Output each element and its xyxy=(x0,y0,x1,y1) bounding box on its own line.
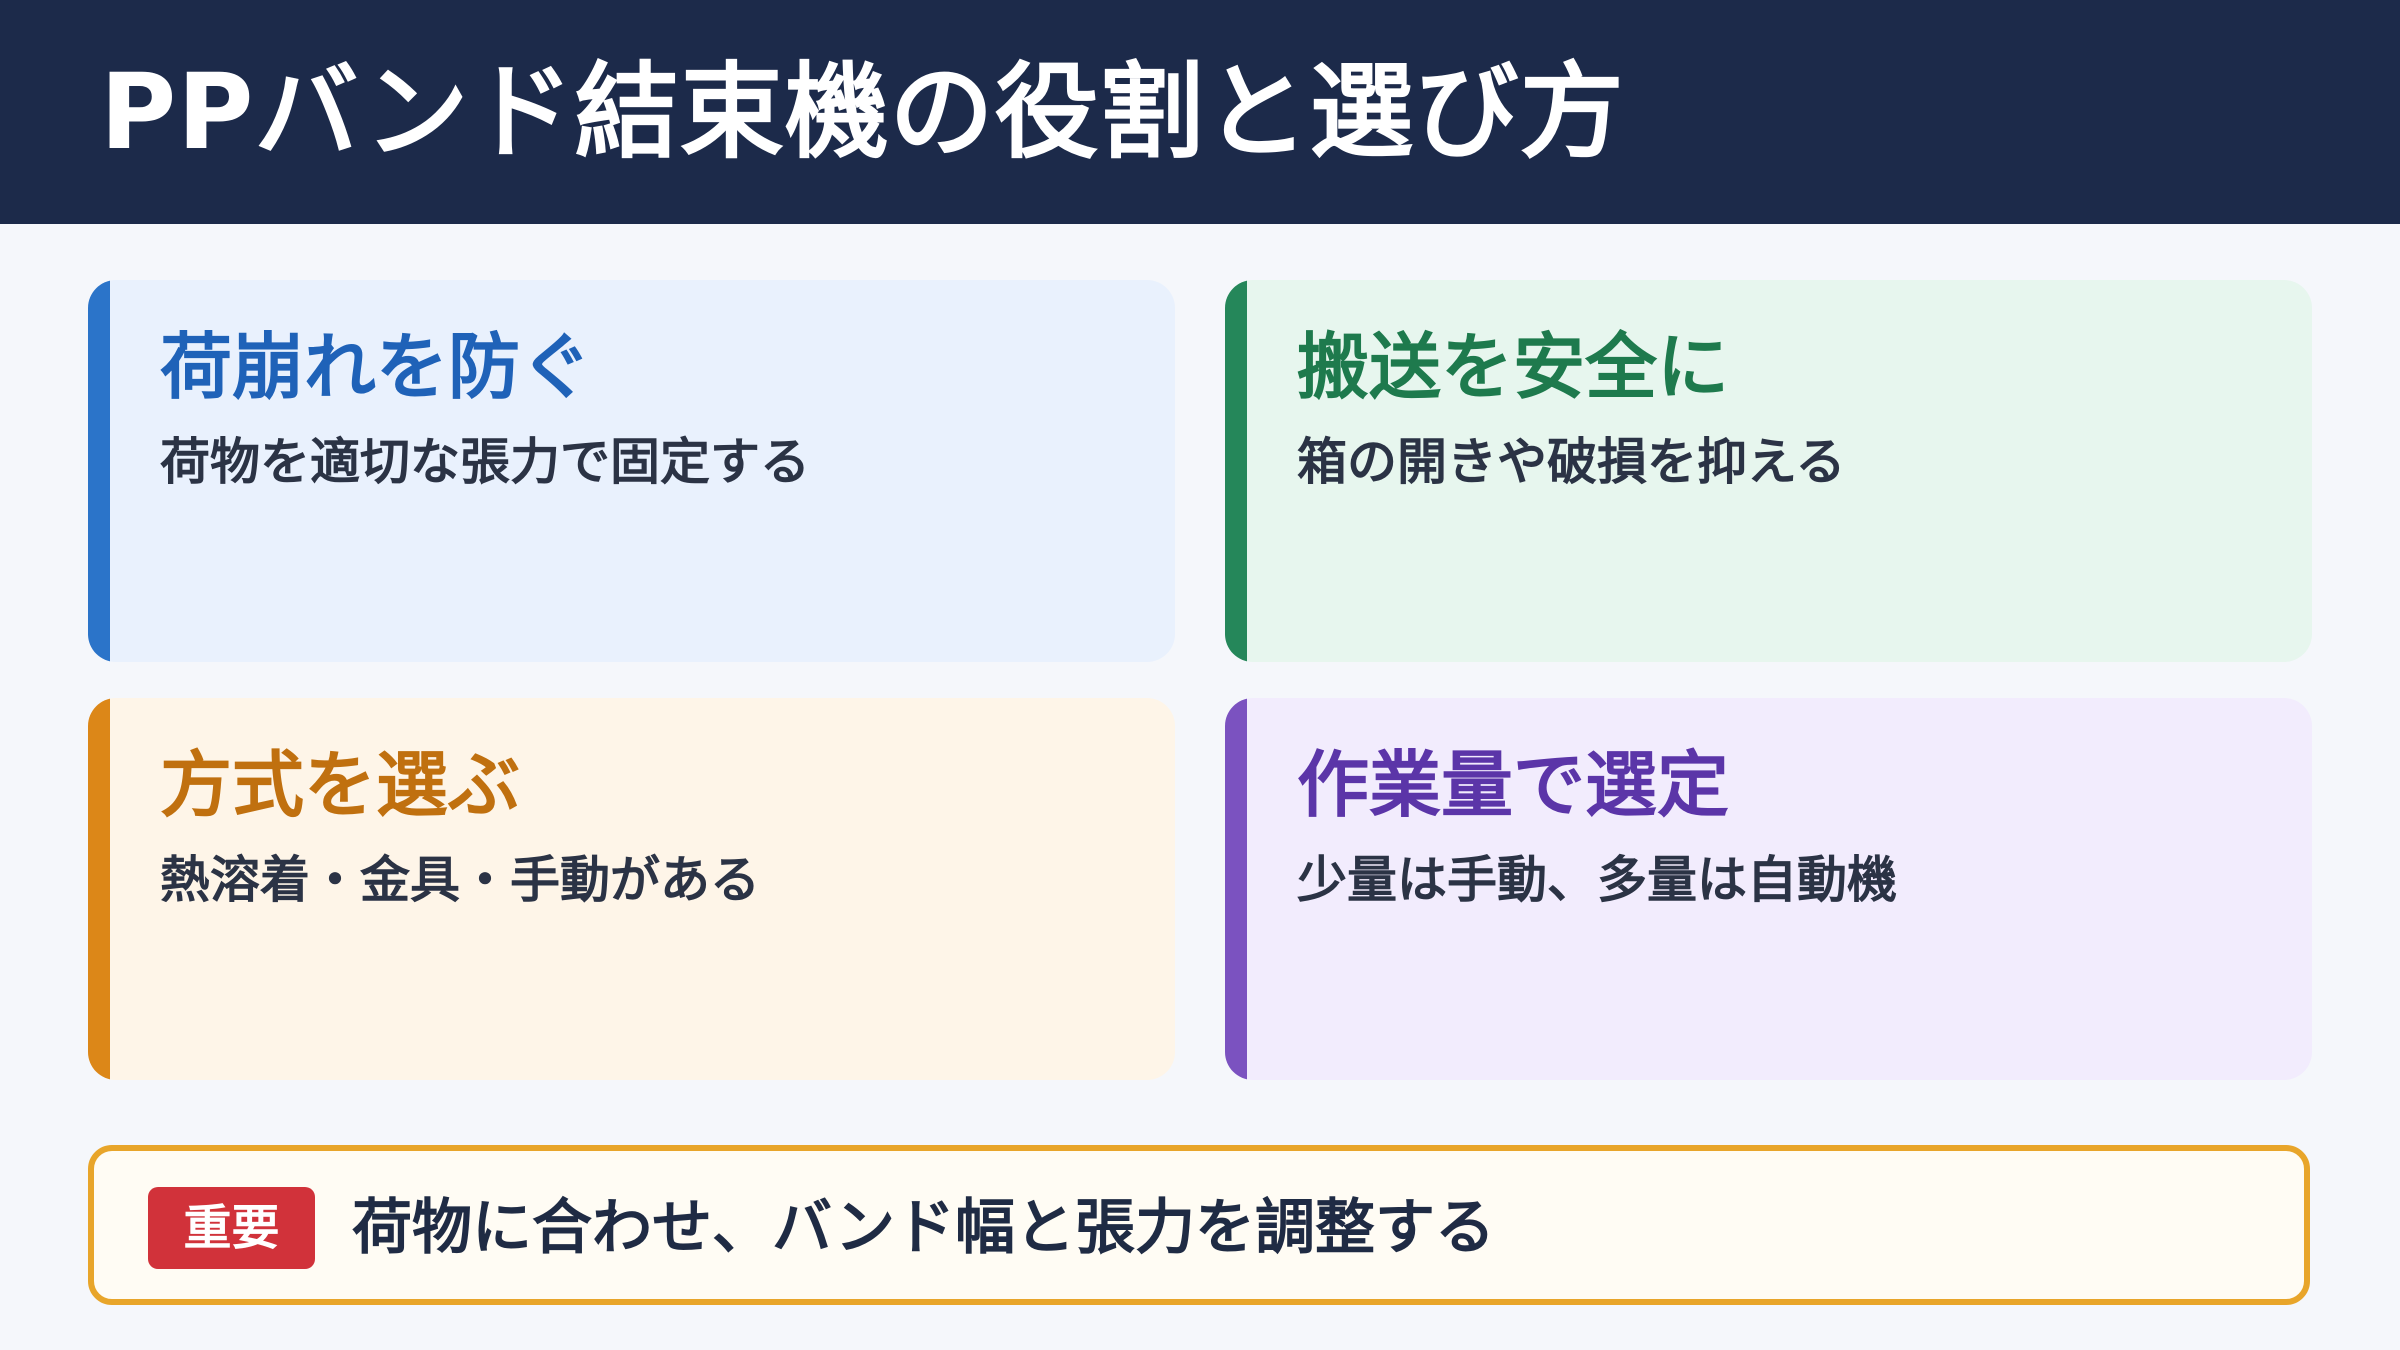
important-badge: 重要 xyxy=(148,1187,315,1269)
card-title: 搬送を安全に xyxy=(1297,325,1730,409)
card-title: 方式を選ぶ xyxy=(160,743,521,827)
card-title: 荷崩れを防ぐ xyxy=(160,325,593,409)
card-text: 荷物を適切な張力で固定する xyxy=(160,433,810,491)
card-choose-method: 方式を選ぶ 熱溶着・金具・手動がある xyxy=(88,698,1175,1080)
important-note: 重要 荷物に合わせ、バンド幅と張力を調整する xyxy=(88,1145,2310,1305)
header-bar: PPバンド結束機の役割と選び方 xyxy=(0,0,2400,224)
card-prevent-collapse: 荷崩れを防ぐ 荷物を適切な張力で固定する xyxy=(88,280,1175,662)
card-text: 箱の開きや破損を抑える xyxy=(1297,433,1846,491)
card-text: 少量は手動、多量は自動機 xyxy=(1297,851,1897,909)
card-select-by-volume: 作業量で選定 少量は手動、多量は自動機 xyxy=(1225,698,2312,1080)
important-note-text: 荷物に合わせ、バンド幅と張力を調整する xyxy=(352,1193,1495,1263)
card-safe-transport: 搬送を安全に 箱の開きや破損を抑える xyxy=(1225,280,2312,662)
card-title: 作業量で選定 xyxy=(1297,743,1730,827)
card-text: 熱溶着・金具・手動がある xyxy=(160,851,760,909)
page-title: PPバンド結束機の役割と選び方 xyxy=(100,51,1625,173)
